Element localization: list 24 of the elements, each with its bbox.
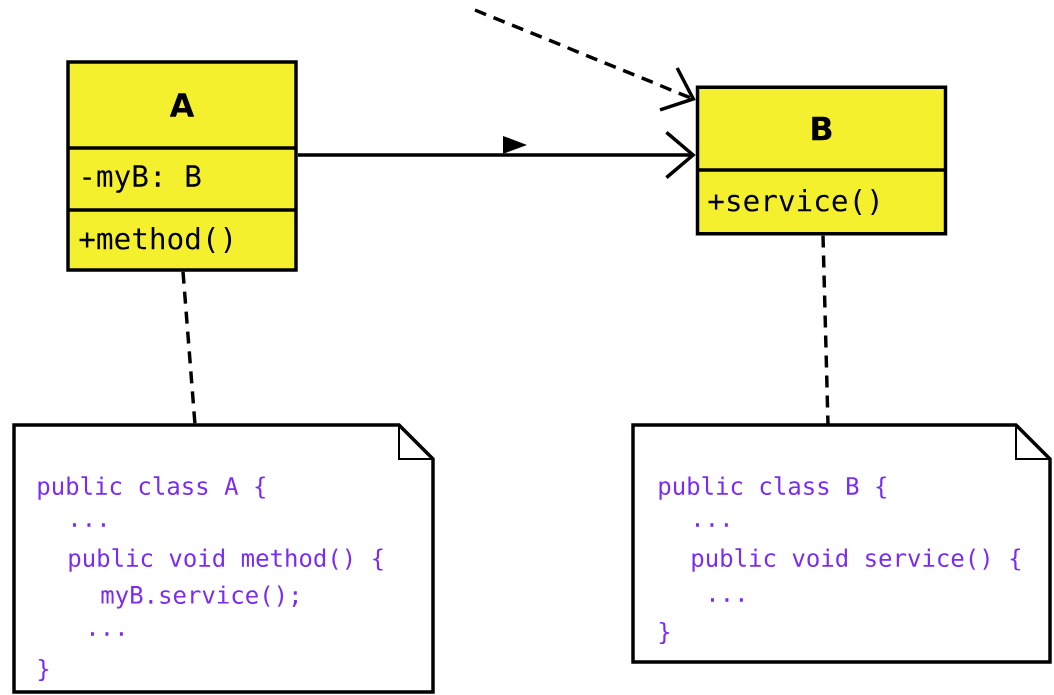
member-text: +service() [708, 188, 878, 216]
code-line: ... [696, 523, 728, 527]
class-name: A [169, 93, 195, 117]
arrow [474, 8, 696, 112]
arrow [297, 131, 696, 179]
class-name: B [812, 116, 832, 141]
class-box [66, 60, 298, 272]
code-line: public void service() { [692, 548, 1020, 572]
code-line: ... [91, 632, 123, 636]
code-line: public class A { [38, 476, 265, 500]
code-line: ... [711, 598, 743, 602]
note-box [12, 423, 435, 694]
code-line: } [659, 621, 670, 645]
member-text: +method() [79, 226, 232, 254]
dependency-line [181, 271, 197, 425]
code-line: } [38, 658, 49, 682]
code-line: myB.service(); [101, 585, 297, 609]
code-line: ... [73, 523, 105, 527]
code-line: public class B { [659, 476, 886, 500]
code-line: public void method() { [69, 548, 383, 572]
dependency-line [821, 235, 830, 425]
note-box [631, 423, 1052, 664]
member-text: -myB: B [83, 165, 201, 193]
class-box [695, 85, 948, 236]
